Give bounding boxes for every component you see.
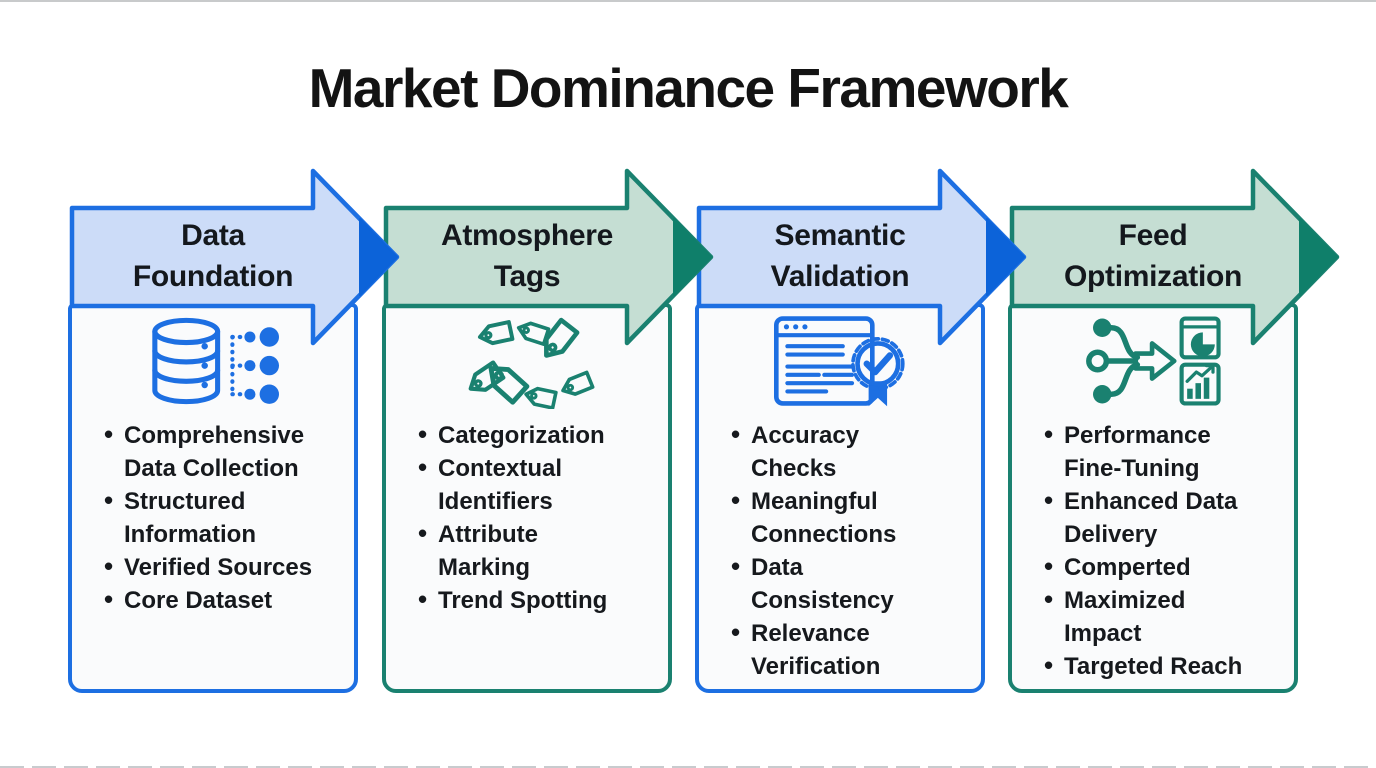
stage-icon-row <box>72 311 354 411</box>
bullet-item: Trend Spotting <box>418 583 662 617</box>
stage-feed-optimization: Performance Fine-TuningEnhanced Data Del… <box>1008 167 1353 693</box>
arrow-banner-shape <box>1009 168 1340 346</box>
stage-bullets: Accuracy ChecksMeaningful ConnectionsDat… <box>699 418 981 683</box>
bullet-item: Categorization <box>418 418 662 452</box>
arrow-tip <box>359 218 398 296</box>
arrow-tip <box>1299 218 1338 296</box>
stage-atmosphere-tags: CategorizationContextual IdentifiersAttr… <box>382 167 727 693</box>
stage-semantic-validation: Accuracy ChecksMeaningful ConnectionsDat… <box>695 167 1040 693</box>
bullet-item: Contextual Identifiers <box>418 451 662 518</box>
bottom-edge-line <box>0 766 1376 768</box>
bullet-item: Attribute Marking <box>418 517 662 584</box>
stage-bullets: Comprehensive Data CollectionStructured … <box>72 418 354 617</box>
bullet-item: Data Consistency <box>731 550 975 617</box>
stage-heading: Atmosphere Tags <box>440 219 614 293</box>
bullet-item: Comperted <box>1044 550 1288 584</box>
stage-card: Accuracy ChecksMeaningful ConnectionsDat… <box>695 303 985 693</box>
stage-bullets: Performance Fine-TuningEnhanced Data Del… <box>1012 418 1294 683</box>
stage-card: Comprehensive Data CollectionStructured … <box>68 303 358 693</box>
stage-icon-row <box>1012 311 1294 411</box>
bullet-item: Accuracy Checks <box>731 418 975 485</box>
bullet-item: Core Dataset <box>104 583 348 617</box>
top-edge-line <box>0 0 1376 2</box>
bullet-item: Enhanced Data Delivery <box>1044 484 1288 551</box>
stage-card: CategorizationContextual IdentifiersAttr… <box>382 303 672 693</box>
page-title: Market Dominance Framework <box>308 57 1069 119</box>
arrow-banner-shape <box>69 168 400 346</box>
bullet-item: Targeted Reach <box>1044 649 1288 683</box>
stage-arrow-banner <box>1009 168 1340 346</box>
feed-distribution-icon <box>1086 316 1221 406</box>
bullet-item: Comprehensive Data Collection <box>104 418 348 485</box>
stage-heading: Data Foundation <box>132 219 294 293</box>
arrow-banner-shape <box>383 168 714 346</box>
stage-icon-row <box>699 311 981 411</box>
stage-data-foundation: Comprehensive Data CollectionStructured … <box>68 167 413 693</box>
bullet-item: Meaningful Connections <box>731 484 975 551</box>
stage-heading: Feed Optimization <box>1063 219 1243 293</box>
bullet-item: Maximized Impact <box>1044 583 1288 650</box>
bullet-item: Performance Fine-Tuning <box>1044 418 1288 485</box>
stage-heading: Semantic Validation <box>770 219 910 293</box>
validated-document-icon <box>774 316 905 407</box>
stage-card: Performance Fine-TuningEnhanced Data Del… <box>1008 303 1298 693</box>
bullet-item: Verified Sources <box>104 550 348 584</box>
bullet-item: Structured Information <box>104 484 348 551</box>
arrow-tip <box>673 218 712 296</box>
stage-arrow-banner <box>696 168 1027 346</box>
arrow-tip <box>986 218 1025 296</box>
stage-arrow-banner <box>383 168 714 346</box>
arrow-banner-shape <box>696 168 1027 346</box>
stage-arrow-banner <box>69 168 400 346</box>
stage-bullets: CategorizationContextual IdentifiersAttr… <box>386 418 668 617</box>
bullet-item: Relevance Verification <box>731 616 975 683</box>
database-sync-icon <box>152 317 279 405</box>
